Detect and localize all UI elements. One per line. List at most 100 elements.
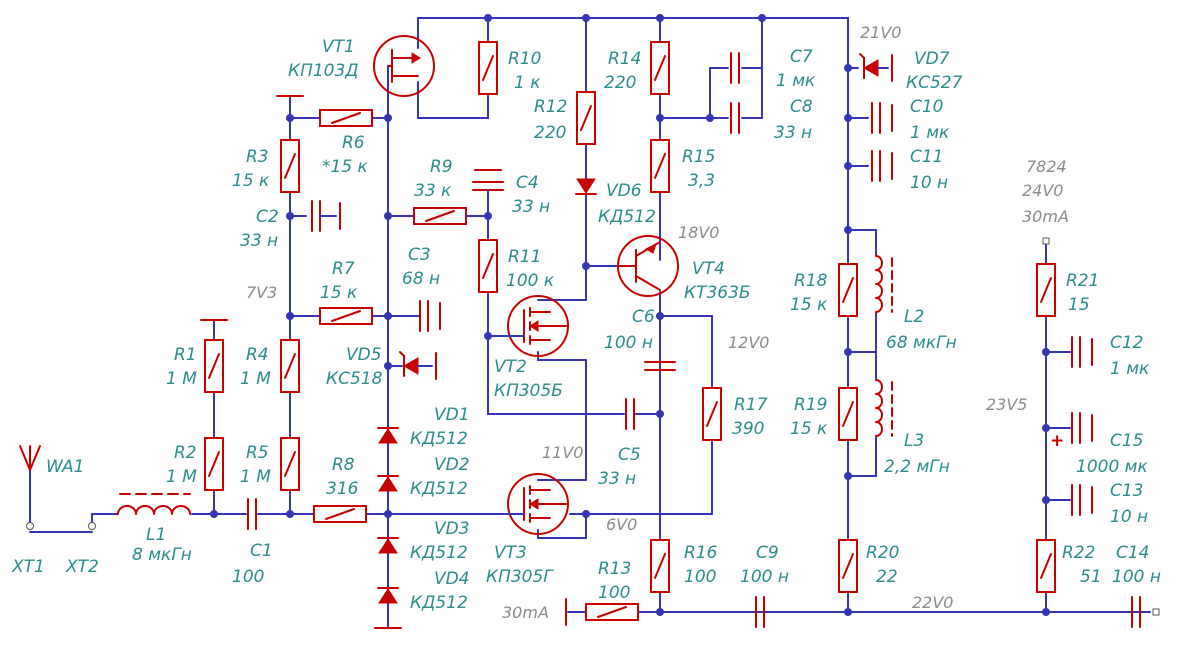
vt1-transistor-icon xyxy=(373,35,435,97)
c5-value: 33 н xyxy=(598,469,636,489)
r4-ref: R4 xyxy=(246,345,269,365)
c10-capacitor-icon xyxy=(871,102,881,134)
c4-ref: C4 xyxy=(516,173,539,193)
c13-capacitor-icon xyxy=(1071,484,1081,516)
vt3-ref: VT3 xyxy=(494,543,527,563)
r6-value: *15 к xyxy=(322,157,369,177)
l2-value: 68 мкГн xyxy=(886,333,957,353)
r12-value: 220 xyxy=(534,123,566,143)
c10-value: 1 мк xyxy=(910,123,950,143)
antenna-icon xyxy=(19,445,41,471)
vd5-zener-icon xyxy=(399,351,437,380)
r17-resistor-icon xyxy=(702,387,722,441)
r1-resistor-icon xyxy=(204,339,224,393)
c5-capacitor-icon xyxy=(625,398,635,430)
c13-ref: C13 xyxy=(1110,481,1144,501)
c8-value: 33 н xyxy=(774,123,812,143)
r18-ref: R18 xyxy=(794,271,828,291)
c7-ref: C7 xyxy=(790,47,813,67)
r22-resistor-icon xyxy=(1036,539,1056,593)
vt3-value: КП305Г xyxy=(486,567,554,587)
vd3-ref: VD3 xyxy=(434,519,470,539)
c15-ref: C15 xyxy=(1110,431,1144,451)
r21-resistor-icon xyxy=(1036,263,1056,317)
node-22v0: 22V0 xyxy=(912,593,953,612)
c9-ref: C9 xyxy=(756,543,779,563)
node-6v0: 6V0 xyxy=(606,515,637,534)
r15-ref: R15 xyxy=(682,147,715,167)
vt1-value: КП103Д xyxy=(288,61,359,81)
r19-resistor-icon xyxy=(838,387,858,441)
l2-ref: L2 xyxy=(904,307,924,327)
c1-capacitor-icon xyxy=(247,498,257,530)
vd2-value: КД512 xyxy=(410,479,468,499)
vt2-ref: VT2 xyxy=(494,357,527,377)
vd2-ref: VD2 xyxy=(434,455,470,475)
component-labels: WA1 XT1 XT2 L1 8 мкГн C1 100 R1 1 М R2 1… xyxy=(11,37,1161,613)
r13-value: 100 xyxy=(598,583,630,603)
r19-value: 15 к xyxy=(790,419,828,439)
vd1-ref: VD1 xyxy=(434,405,470,425)
r2-value: 1 М xyxy=(166,467,197,487)
vt4-ref: VT4 xyxy=(692,259,725,279)
r18-resistor-icon xyxy=(838,263,858,317)
vd5-ref: VD5 xyxy=(346,345,382,365)
r22-ref: R22 xyxy=(1062,543,1095,563)
c7-value: 1 мк xyxy=(776,71,816,91)
r3-resistor-icon xyxy=(280,139,300,193)
regulator-current: 30mA xyxy=(1022,207,1069,226)
vd6-ref: VD6 xyxy=(606,181,642,201)
reg-terminal xyxy=(1042,237,1050,245)
component-symbols xyxy=(19,35,1160,629)
voltage-annotations: 7V3 11V0 6V0 18V0 12V0 21V0 22V0 23V5 78… xyxy=(246,23,1069,622)
regulator-name: 7824 xyxy=(1026,157,1067,176)
vd4-value: КД512 xyxy=(410,593,468,613)
r17-value: 390 xyxy=(732,419,764,439)
vt3-transistor-icon xyxy=(505,473,569,535)
r15-value: 3,3 xyxy=(688,171,715,191)
r14-value: 220 xyxy=(604,73,636,93)
c3-ref: C3 xyxy=(408,245,431,265)
vt2-value: КП305Б xyxy=(494,381,563,401)
r20-ref: R20 xyxy=(866,543,899,563)
r12-resistor-icon xyxy=(576,91,596,145)
c8-capacitor-icon xyxy=(730,102,740,134)
c11-ref: C11 xyxy=(910,147,944,167)
c6-value: 100 н xyxy=(604,333,653,353)
r16-resistor-icon xyxy=(650,539,670,593)
r8-resistor-icon xyxy=(313,505,367,523)
r6-resistor-icon xyxy=(319,109,373,127)
l2-inductor-icon xyxy=(875,255,893,313)
c14-value: 100 н xyxy=(1112,567,1161,587)
r11-resistor-icon xyxy=(478,239,498,293)
node-23v5: 23V5 xyxy=(986,395,1027,414)
c12-capacitor-icon xyxy=(1071,336,1081,368)
c11-value: 10 н xyxy=(910,173,948,193)
vd6-value: КД512 xyxy=(598,207,656,227)
vd3-value: КД512 xyxy=(410,543,468,563)
regulator-voltage: 24V0 xyxy=(1022,181,1063,200)
vd2-diode-icon xyxy=(377,475,399,492)
xt1-ref: XT1 xyxy=(11,557,45,577)
r7-ref: R7 xyxy=(332,259,355,279)
c2-ref: C2 xyxy=(256,207,279,227)
node-11v0: 11V0 xyxy=(542,443,583,462)
node-7v3: 7V3 xyxy=(246,283,277,302)
node-21v0: 21V0 xyxy=(860,23,901,42)
wa1-ref: WA1 xyxy=(46,457,84,477)
input-current: 30mA xyxy=(502,603,549,622)
c4-capacitor-icon xyxy=(472,181,504,191)
r5-value: 1 М xyxy=(240,467,271,487)
r5-resistor-icon xyxy=(280,437,300,491)
r16-value: 100 xyxy=(684,567,716,587)
c14-ref: C14 xyxy=(1116,543,1150,563)
c9-value: 100 н xyxy=(740,567,789,587)
vd3-diode-icon xyxy=(377,537,399,554)
r3-value: 15 к xyxy=(232,171,270,191)
c2-value: 33 н xyxy=(240,231,278,251)
r9-resistor-icon xyxy=(413,207,467,225)
r14-ref: R14 xyxy=(608,49,641,69)
r20-resistor-icon xyxy=(838,539,858,593)
r10-value: 1 к xyxy=(514,73,541,93)
r21-value: 15 xyxy=(1068,295,1090,315)
